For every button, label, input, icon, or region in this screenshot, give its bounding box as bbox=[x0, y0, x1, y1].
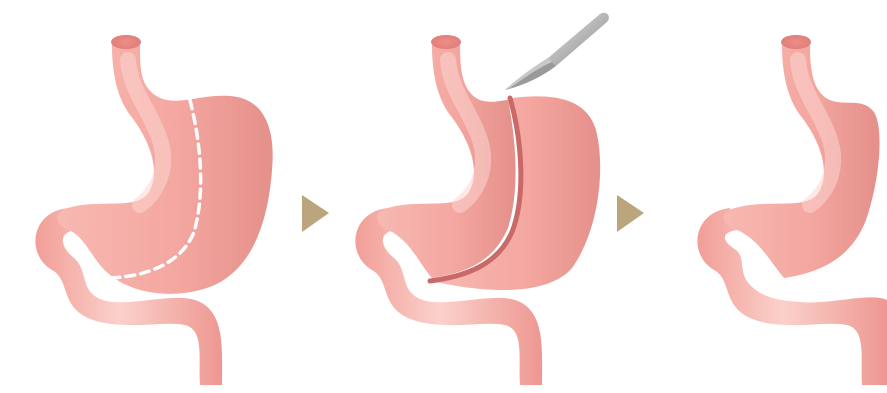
arrow-right-icon bbox=[617, 195, 644, 232]
arrow-right-icon bbox=[302, 195, 329, 232]
stomach-icon bbox=[35, 35, 272, 385]
stomach-icon bbox=[697, 35, 887, 385]
scalpel-icon bbox=[505, 13, 609, 90]
stomach-before bbox=[35, 35, 272, 385]
stomach-icon bbox=[355, 35, 600, 385]
stomach-cutting bbox=[355, 13, 608, 385]
stomach-after bbox=[697, 35, 887, 385]
